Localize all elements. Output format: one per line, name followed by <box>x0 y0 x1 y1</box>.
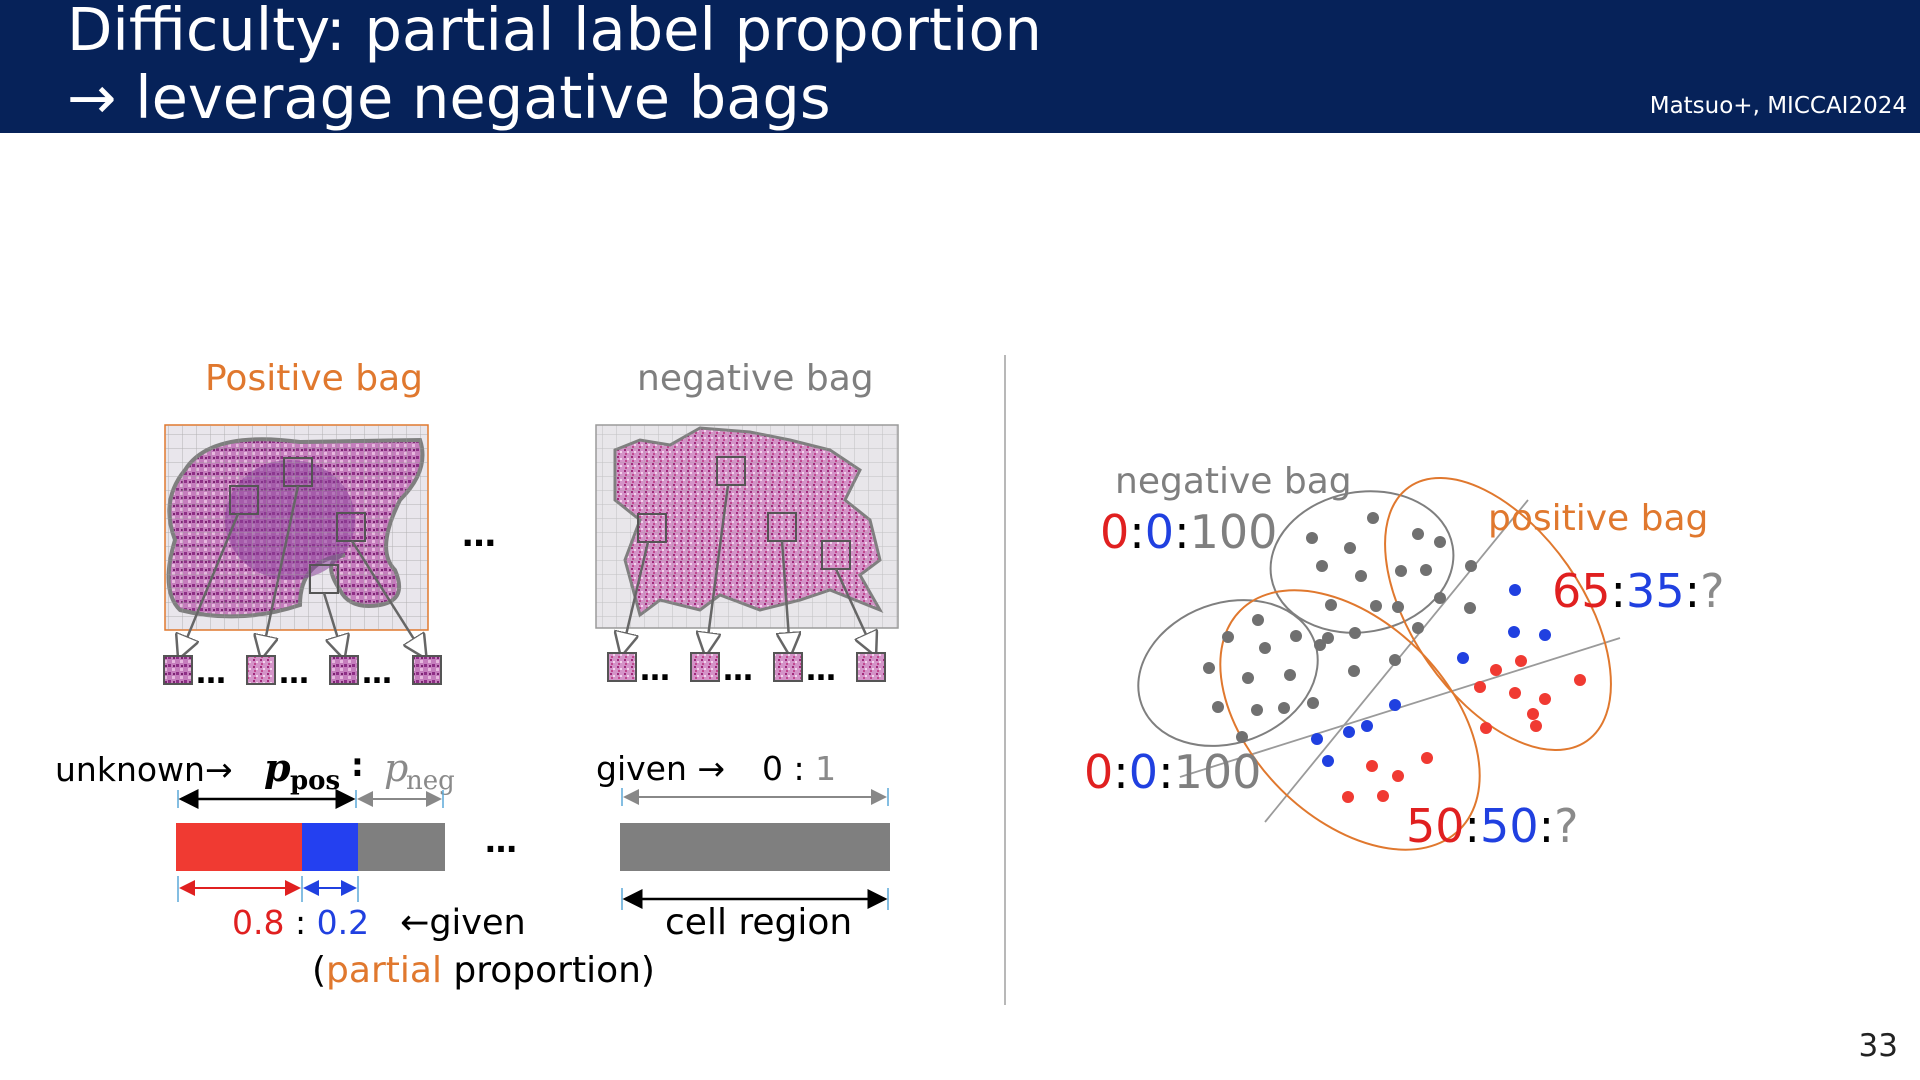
given-one: 1 <box>815 749 836 788</box>
ellipsis-neg-3: … <box>806 653 836 688</box>
blue-value: 0.2 <box>317 903 369 942</box>
negative-bag-ellipse-2 <box>1259 477 1465 647</box>
value-colon: : <box>284 903 316 942</box>
ratio-1-colon-2: : <box>1174 505 1190 559</box>
given-colon: : <box>783 749 815 788</box>
negative-bag-ellipse-1 <box>1118 576 1339 770</box>
red-value: 0.8 <box>232 903 284 942</box>
ellipsis-bars: … <box>485 822 517 860</box>
ratio-4-c: ? <box>1554 799 1578 853</box>
ratio-4-a: 50 <box>1406 799 1465 853</box>
class-a-points <box>1342 655 1586 803</box>
given-ratio: 0 : 1 <box>762 749 836 788</box>
positive-proportion-bar <box>176 823 445 871</box>
partial-rest: proportion) <box>442 950 655 991</box>
cell-region-label: cell region <box>665 902 852 943</box>
ratio-2-c: ? <box>1700 564 1724 618</box>
ratio-1-colon-1: : <box>1129 505 1145 559</box>
ellipsis-neg-2: … <box>723 653 753 688</box>
rp-negative-bag-label: negative bag <box>1115 461 1352 502</box>
ratio-3-c: 100 <box>1174 745 1262 799</box>
negative-proportion-bar <box>620 823 890 871</box>
negative-bag-label: negative bag <box>637 358 874 399</box>
partial-proportion-label: (partial proportion) <box>312 950 655 991</box>
ratio-positive-2: 50:50:? <box>1406 799 1579 853</box>
ratio-3-b: 0 <box>1129 745 1158 799</box>
ratio-positive-1: 65:35:? <box>1552 564 1725 618</box>
ratio-4-colon-1: : <box>1465 799 1481 853</box>
given-suffix: ←given <box>400 903 526 943</box>
given-label: given → <box>596 749 725 788</box>
ratio-3-a: 0 <box>1084 745 1113 799</box>
bar-blue-segment <box>302 823 358 871</box>
ratio-colon: : <box>351 746 364 784</box>
p-pos-subscript: pos <box>290 766 340 796</box>
bar-gray-segment <box>358 823 445 871</box>
ellipsis-pos-1: … <box>196 656 226 691</box>
ratio-3-colon-1: : <box>1113 745 1129 799</box>
ratio-1-c: 100 <box>1190 505 1278 559</box>
ellipsis-pos-3: … <box>362 656 392 691</box>
ratio-negative-2: 0:0:100 <box>1084 745 1261 799</box>
partial-values: 0.8 : 0.2 <box>232 903 369 942</box>
ratio-1-a: 0 <box>1100 505 1129 559</box>
ratio-2-a: 65 <box>1552 564 1611 618</box>
ratio-4-colon-2: : <box>1539 799 1555 853</box>
partial-word: partial <box>326 950 442 991</box>
rp-positive-bag-label: positive bag <box>1488 498 1708 539</box>
ellipsis-pos-2: … <box>279 656 309 691</box>
dimension-arrows-top <box>178 788 888 808</box>
ellipsis-bags: … <box>462 515 496 555</box>
negative-bag-slide <box>596 425 898 652</box>
ratio-2-colon-1: : <box>1611 564 1627 618</box>
positive-bag-label: Positive bag <box>205 358 423 399</box>
p-pos-symbol: p <box>264 745 291 790</box>
ratio-3-colon-2: : <box>1158 745 1174 799</box>
unknown-label: unknown→ <box>55 750 233 789</box>
p-neg-symbol: p <box>384 746 408 790</box>
ratio-2-colon-2: : <box>1685 564 1701 618</box>
given-zero: 0 <box>762 749 783 788</box>
ratio-2-b: 35 <box>1626 564 1685 618</box>
ratio-negative-1: 0:0:100 <box>1100 505 1277 559</box>
positive-bag-slide <box>165 425 428 655</box>
ellipsis-neg-1: … <box>640 653 670 688</box>
p-neg-subscript: neg <box>406 766 455 796</box>
ratio-1-b: 0 <box>1145 505 1174 559</box>
bar-red-segment <box>176 823 302 871</box>
ratio-4-b: 50 <box>1480 799 1539 853</box>
partial-open: ( <box>312 950 326 991</box>
